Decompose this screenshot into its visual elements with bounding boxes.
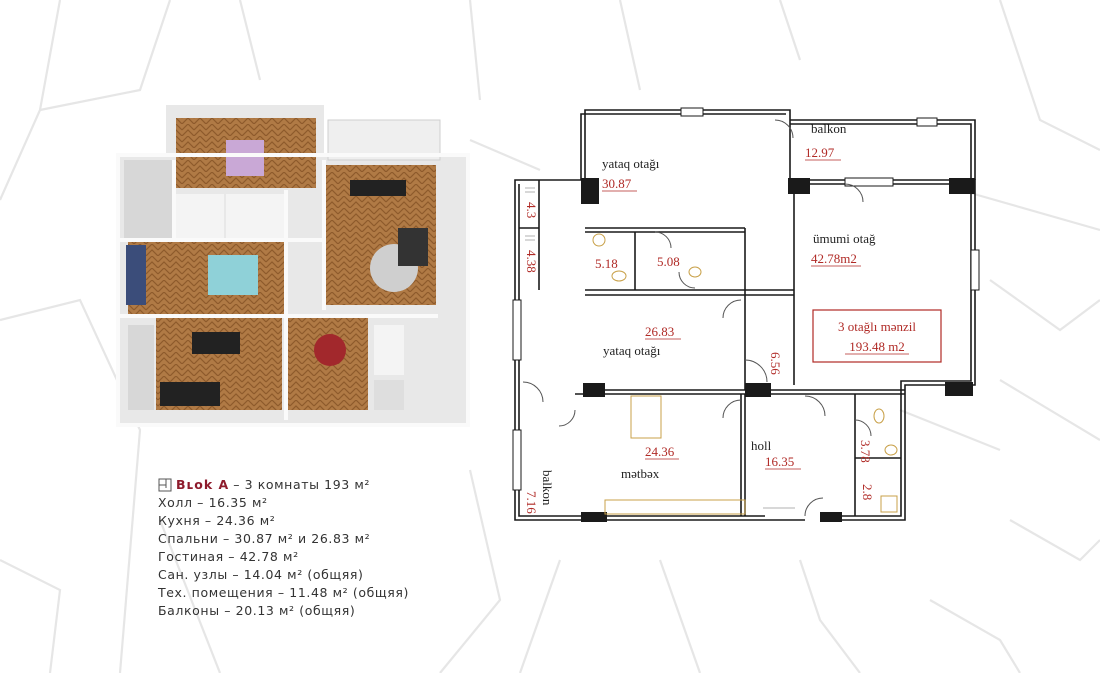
room-label-living: ümumi otağ <box>813 231 876 246</box>
wall-columns <box>581 178 975 522</box>
floorplan-2d: yataq otağı 30.87 balkon 12.97 ümumi ota… <box>512 107 980 522</box>
red-rug <box>314 334 346 366</box>
room-area-bedroom-1: 30.87 <box>602 176 632 191</box>
dining-table <box>350 180 406 196</box>
room-label-balcony-top: balkon <box>811 121 847 136</box>
info-line-bathrooms: Сан. узлы – 14.04 м² (общяя) <box>158 567 364 582</box>
info-title: – 3 комнаты 193 м² <box>233 477 371 492</box>
summary-box <box>812 309 942 363</box>
area-closet-b: 4.38 <box>524 250 539 273</box>
bed-furniture-2 <box>208 255 258 295</box>
room-label-hall: holl <box>751 438 772 453</box>
area-closet-a: 4.3 <box>524 202 539 218</box>
fixtures <box>592 233 898 515</box>
info-header: Bʟok A – 3 комнаты 193 м² <box>158 476 478 494</box>
area-wc-b: 5.08 <box>657 254 680 269</box>
info-line-utility: Тех. помещения – 11.48 м² (общяя) <box>158 585 409 600</box>
info-line-kitchen: Кухня – 24.36 м² <box>158 513 276 528</box>
area-laundry: 2.8 <box>860 484 875 500</box>
info-line-bedrooms: Спальни – 30.87 м² и 26.83 м² <box>158 531 371 546</box>
room-label-balcony-side: balkon <box>540 470 555 506</box>
room-label-bedroom-1: yataq otağı <box>602 156 660 171</box>
room-area-balcony-side: 7.16 <box>524 491 539 514</box>
kitchen-table <box>192 332 240 354</box>
info-line-hall: Холл – 16.35 м² <box>158 495 268 510</box>
room-label-bedroom-2: yataq otağı <box>603 343 661 358</box>
room-area-bedroom-2: 26.83 <box>645 324 674 339</box>
block-name: Bʟok A <box>176 477 230 492</box>
info-line-living: Гостиная – 42.78 м² <box>158 549 299 564</box>
room-label-kitchen: mətbəx <box>621 466 660 481</box>
sofa <box>398 228 428 266</box>
room-area-living: 42.78m2 <box>811 251 857 266</box>
area-wc-c: 3.78 <box>858 440 873 463</box>
bed-furniture <box>226 140 264 176</box>
summary-area: 193.48 m2 <box>849 339 905 354</box>
apartment-info: Bʟok A – 3 комнаты 193 м² Холл – 16.35 м… <box>158 476 478 620</box>
room-area-kitchen: 24.36 <box>645 444 675 459</box>
room-area-hall: 16.35 <box>765 454 794 469</box>
floorplan-icon <box>158 478 172 492</box>
floorplan-3d-render <box>116 105 470 427</box>
summary-title: 3 otağlı mənzil <box>838 319 916 334</box>
area-wc-a: 5.18 <box>595 256 618 271</box>
room-area-balcony-top: 12.97 <box>805 145 835 160</box>
area-corridor: 6.56 <box>768 352 783 375</box>
info-line-balconies: Балконы – 20.13 м² (общяя) <box>158 603 356 618</box>
